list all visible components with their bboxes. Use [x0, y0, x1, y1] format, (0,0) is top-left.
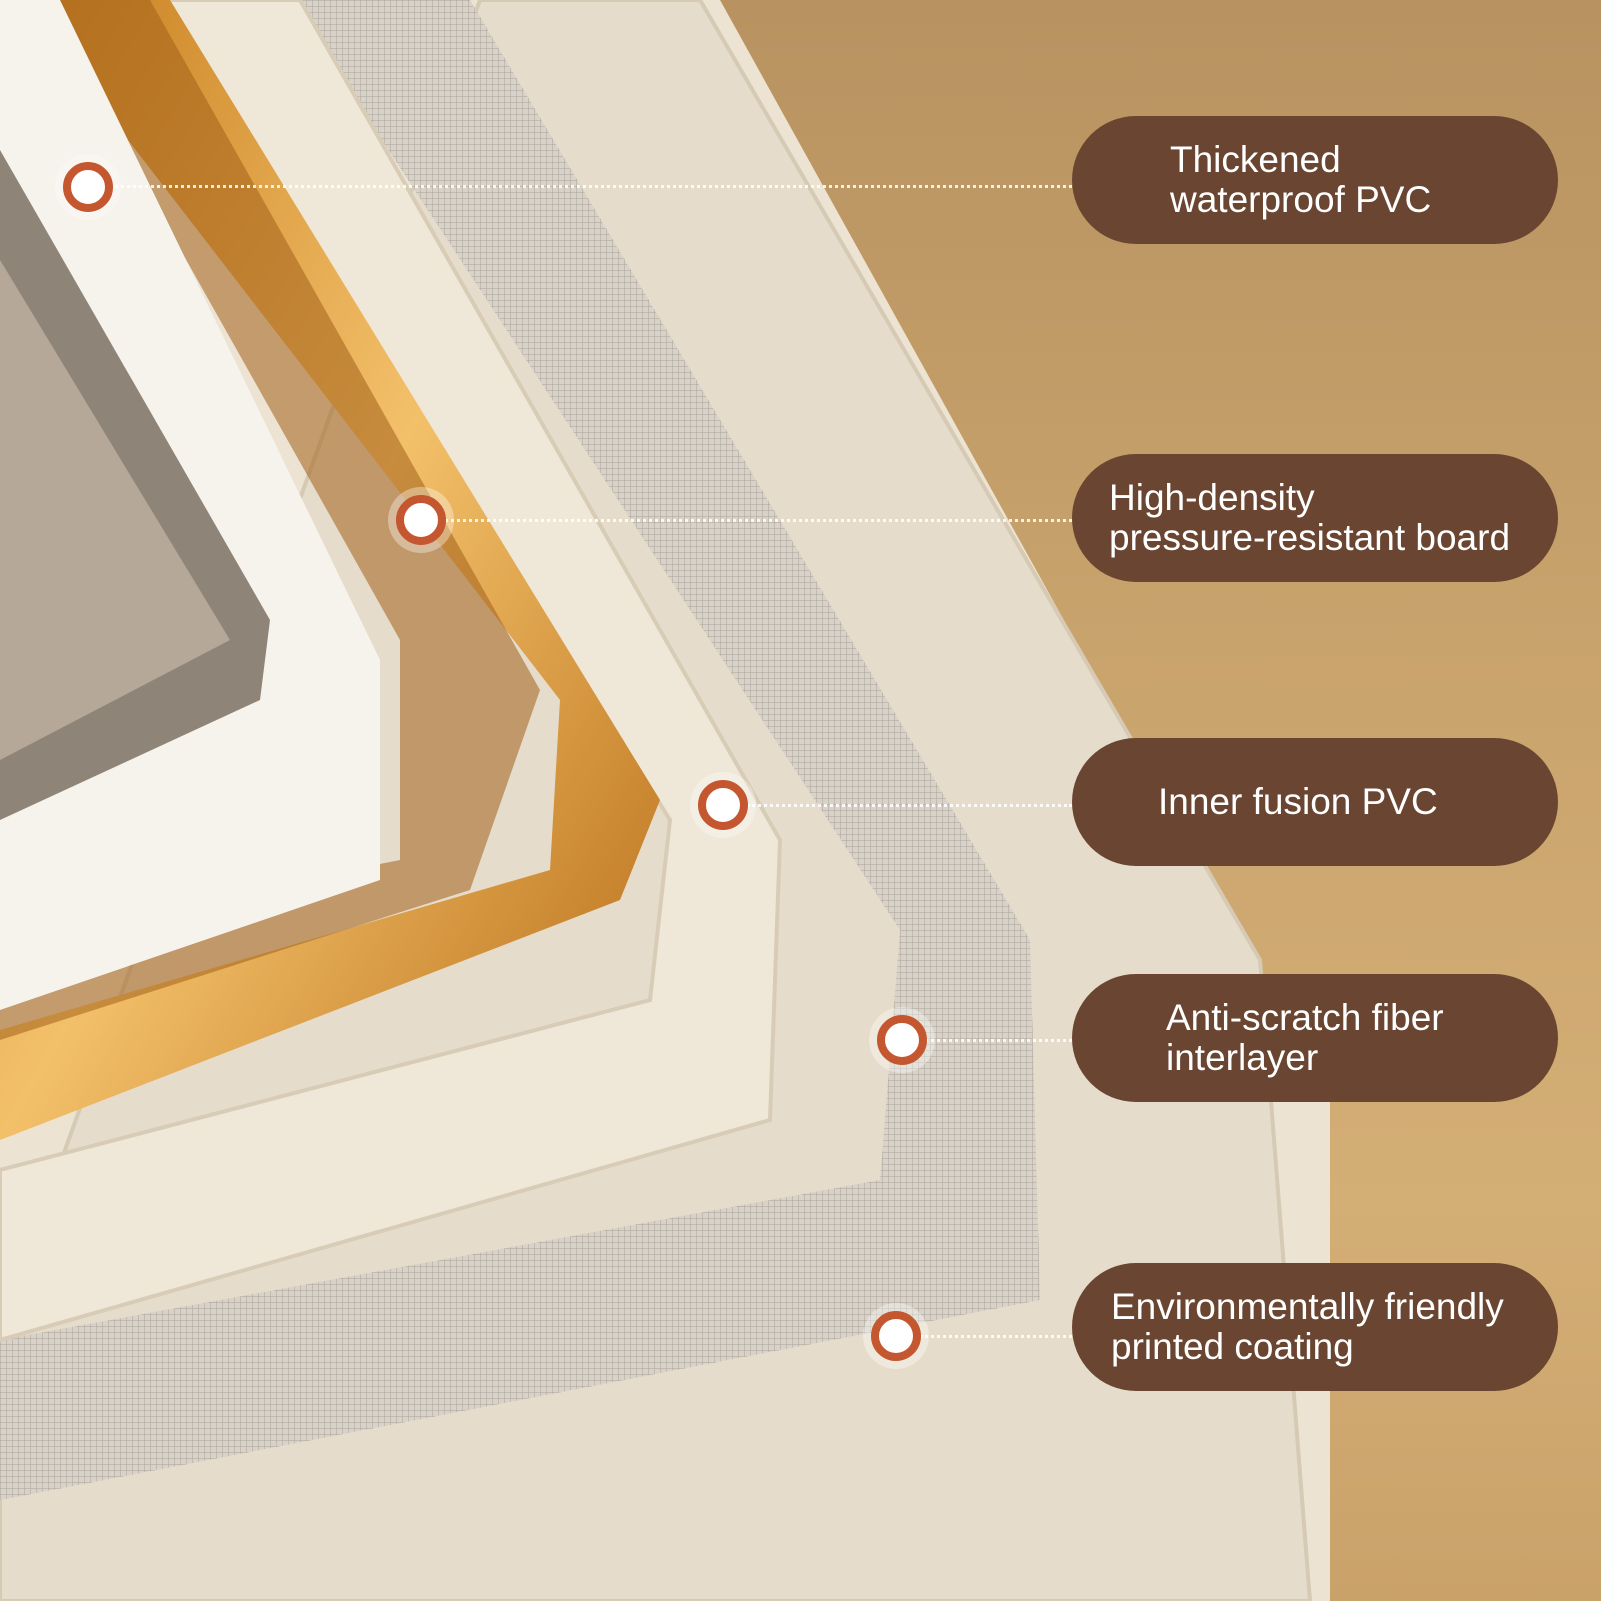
callout-thickened-waterproof-pvc: Thickened waterproof PVC — [1072, 116, 1558, 244]
callout-line: High-density — [1109, 477, 1315, 518]
leader-line-1 — [110, 185, 1072, 188]
leader-line-3 — [747, 804, 1072, 807]
callout-inner-fusion-pvc: Inner fusion PVC — [1072, 738, 1558, 866]
callout-line: Inner fusion PVC — [1158, 781, 1438, 822]
marker-dot-1 — [63, 162, 113, 212]
marker-dot-3 — [698, 780, 748, 830]
callout-line: Thickened — [1170, 139, 1341, 180]
leader-line-5 — [920, 1335, 1072, 1338]
marker-dot-4 — [877, 1015, 927, 1065]
leader-line-2 — [445, 519, 1072, 522]
marker-dot-2 — [396, 495, 446, 545]
callout-line: printed coating — [1111, 1326, 1354, 1367]
marker-dot-5 — [871, 1311, 921, 1361]
callout-line: pressure-resistant board — [1109, 517, 1511, 558]
leader-line-4 — [925, 1039, 1072, 1042]
callout-line: Anti-scratch fiber — [1166, 997, 1444, 1038]
callout-line: Environmentally friendly — [1111, 1286, 1504, 1327]
callout-printed-coating: Environmentally friendly printed coating — [1072, 1263, 1558, 1391]
callout-anti-scratch-fiber: Anti-scratch fiber interlayer — [1072, 974, 1558, 1102]
callout-line: waterproof PVC — [1170, 179, 1432, 220]
callout-high-density-board: High-density pressure-resistant board — [1072, 454, 1558, 582]
callout-line: interlayer — [1166, 1037, 1319, 1078]
